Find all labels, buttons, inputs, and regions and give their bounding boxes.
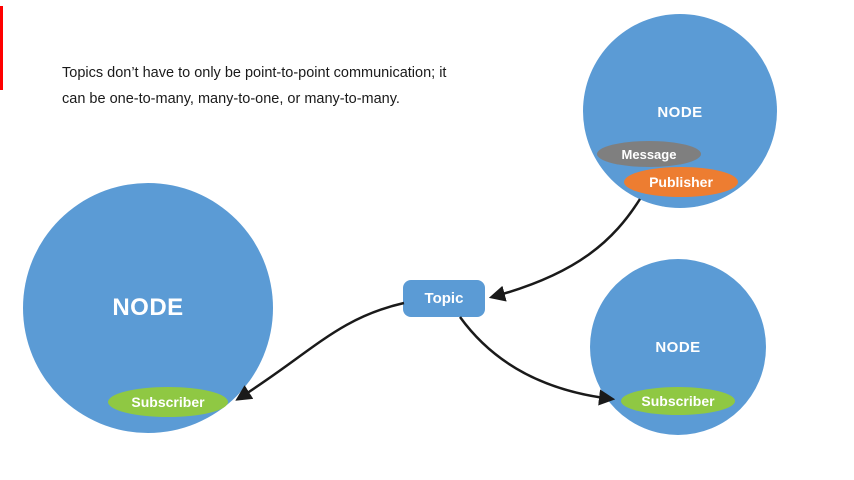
arrow-topic-to-bottom-subscriber [458, 316, 616, 406]
subscriber-bottom-right-label: Subscriber [641, 393, 715, 409]
node-top-right-label: NODE [657, 103, 703, 121]
topic-label: Topic [424, 290, 464, 307]
message-label: Message [621, 146, 677, 162]
publisher-label: Publisher [649, 174, 713, 190]
node-left-label: NODE [112, 294, 184, 321]
publisher-pill: Publisher [624, 167, 738, 197]
subscriber-pill-bottom-right: Subscriber [621, 387, 735, 415]
subscriber-left-label: Subscriber [131, 394, 205, 410]
left-red-accent-line [0, 6, 3, 90]
subscriber-pill-left: Subscriber [108, 387, 228, 417]
message-pill: Message [597, 141, 701, 167]
node-bottom-right-label: NODE [655, 338, 701, 356]
caption-text: Topics don’t have to only be point-to-po… [62, 65, 447, 107]
topic-box: Topic [403, 280, 485, 317]
